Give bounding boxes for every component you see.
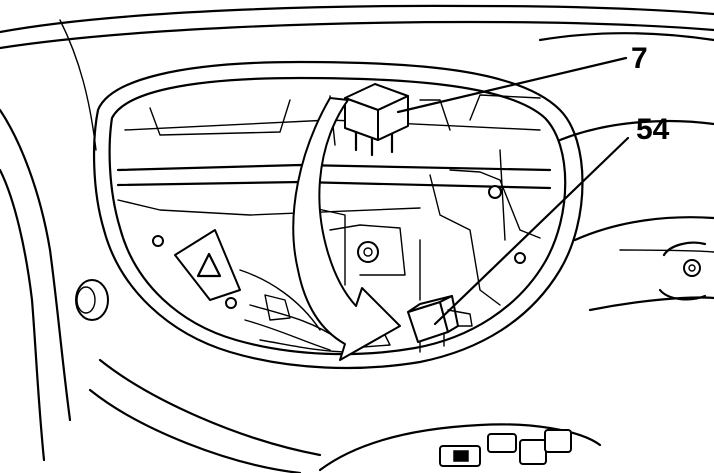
callout-54-label: 54 xyxy=(636,113,670,146)
cavity-opening xyxy=(92,60,584,370)
insertion-arrow xyxy=(292,97,401,361)
callout-7-leader xyxy=(396,56,628,114)
callout-54-leader xyxy=(433,136,630,326)
dashboard-outline xyxy=(0,4,714,473)
relay xyxy=(344,83,409,157)
callout-7-label: 7 xyxy=(631,42,648,75)
